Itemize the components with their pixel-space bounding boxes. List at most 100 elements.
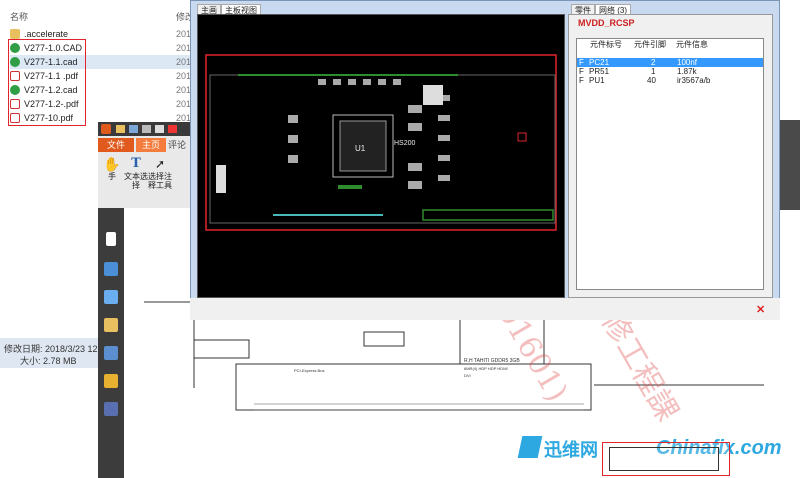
file-name: V277-1.0.CAD <box>24 43 83 53</box>
bookmark-icon[interactable] <box>106 232 116 246</box>
file-name: V277-1.1 .pdf <box>24 71 79 81</box>
lock-icon[interactable] <box>104 374 118 388</box>
row-ref: PU1 <box>589 76 605 85</box>
open-icon[interactable] <box>116 125 125 133</box>
file-date: 201 <box>176 43 192 53</box>
highlight-box <box>8 39 86 126</box>
row-flag: F <box>579 76 584 85</box>
text-select-label: 文本选择 <box>124 172 148 190</box>
file-row[interactable]: V277-1.1.cad 201 <box>10 55 195 69</box>
arrow-cursor-icon: ➚ <box>154 157 166 171</box>
title-block-highlight <box>602 442 730 476</box>
hand-tool-button[interactable]: ✋ 手 <box>100 156 124 181</box>
regulator-chip <box>423 85 443 105</box>
product-label-line3: DVI <box>464 373 471 378</box>
print-icon[interactable] <box>142 125 151 133</box>
email-icon[interactable] <box>155 125 164 133</box>
file-name: .accelerate <box>24 29 69 39</box>
file-row[interactable]: V277-1.0.CAD 201 <box>10 41 195 55</box>
file-date: 201 <box>176 113 192 123</box>
title-block <box>609 447 719 471</box>
file-date: 201 <box>176 71 192 81</box>
folder-icon <box>10 29 20 39</box>
column-header-modified[interactable]: 修改 <box>176 12 195 22</box>
net-table <box>576 38 764 290</box>
table-row[interactable]: F PU1 40 ir3567a/b <box>577 76 763 85</box>
net-name: MVDD_RCSP <box>578 18 635 28</box>
pdf-file-icon <box>10 99 20 109</box>
header-ref[interactable]: 元件标号 <box>590 40 622 49</box>
pcb-board: U1 HS200 <box>205 54 557 231</box>
gpu-chip <box>332 114 394 178</box>
file-row[interactable]: V277-1.2-.pdf 201 <box>10 97 195 111</box>
hand-icon: ✋ <box>103 156 121 172</box>
attachment-icon[interactable] <box>104 346 118 360</box>
logo-icon <box>517 436 543 458</box>
select-annotation-label: 选择注释工具 <box>148 172 172 190</box>
row-flag: F <box>579 58 584 67</box>
row-pin: 40 <box>647 76 656 85</box>
file-name: V277-1.2-.pdf <box>24 99 79 109</box>
pdf-icon[interactable] <box>168 125 177 133</box>
save-icon[interactable] <box>129 125 138 133</box>
file-name: V277-1.2.cad <box>24 85 78 95</box>
file-date: 201 <box>176 57 192 67</box>
close-icon[interactable]: ✕ <box>756 304 766 316</box>
comments-icon[interactable] <box>104 318 118 332</box>
table-row[interactable]: F PR51 1 1.87k <box>577 67 763 76</box>
column-header-name[interactable]: 名称 <box>10 12 29 22</box>
product-label-line1: R.H TAHITI GDDR5 3GB <box>464 358 520 364</box>
row-info: 100nf <box>677 58 698 67</box>
pdf-right-panel <box>780 120 800 210</box>
board-view-canvas[interactable]: U1 HS200 <box>197 14 565 298</box>
text-cursor-icon: T <box>131 156 141 171</box>
pc21-marker <box>517 132 527 142</box>
file-row[interactable]: V277-1.2.cad 201 <box>10 83 195 97</box>
file-row[interactable]: .accelerate 201 <box>10 27 195 41</box>
hs200-label: HS200 <box>394 140 416 147</box>
pcie-bus-label: PCI-Express Bus <box>294 368 324 373</box>
row-ref: PR51 <box>589 67 610 76</box>
file-date: 201 <box>176 29 192 39</box>
layers-icon[interactable] <box>104 290 118 304</box>
cad-file-icon <box>10 85 20 95</box>
pcie-fingers <box>422 209 554 221</box>
cad-file-icon <box>10 57 20 67</box>
selection-box <box>205 54 557 231</box>
modified-date-text: 修改日期: 2018/3/23 12:5 <box>4 344 106 354</box>
dialog-footer <box>190 298 780 320</box>
text-select-button[interactable]: T 文本选择 <box>124 156 148 190</box>
cad-file-icon <box>10 43 20 53</box>
logo-text-cn: 迅维网 <box>544 440 598 460</box>
pdf-file-icon <box>10 71 20 81</box>
row-info: ir3567a/b <box>677 76 711 85</box>
file-date: 201 <box>176 99 192 109</box>
file-row[interactable]: V277-10.pdf 201 <box>10 111 195 125</box>
table-row[interactable]: F PC21 2 100nf <box>577 58 763 67</box>
header-info[interactable]: 元件信息 <box>676 40 708 49</box>
tab-comment[interactable]: 评论 <box>168 140 187 150</box>
row-flag: F <box>579 67 584 76</box>
row-pin: 2 <box>651 58 656 67</box>
file-date: 201 <box>176 85 192 95</box>
pdf-left-toolbar <box>98 208 124 478</box>
pdf-file-icon <box>10 113 20 123</box>
select-annotation-button[interactable]: ➚ 选择注释工具 <box>148 156 172 190</box>
tab-home[interactable]: 主页 <box>136 138 166 152</box>
file-size-text: 大小: 2.78 MB <box>20 356 77 366</box>
product-label-line2: 6MR(4) HDP HDP HDMI <box>464 366 508 371</box>
app-logo-icon <box>101 124 111 134</box>
schematic-block <box>193 339 250 359</box>
tab-file[interactable]: 文件 <box>98 138 134 152</box>
quick-access-toolbar <box>98 122 190 136</box>
row-pin: 1 <box>651 67 656 76</box>
sign-icon[interactable] <box>104 402 118 416</box>
file-name: V277-10.pdf <box>24 113 74 123</box>
row-info: 1.87k <box>677 67 697 76</box>
pages-icon[interactable] <box>104 262 118 276</box>
header-pin[interactable]: 元件引脚 <box>634 40 666 49</box>
hand-tool-label: 手 <box>108 172 116 181</box>
row-ref: PC21 <box>589 58 610 67</box>
file-name: V277-1.1.cad <box>24 57 78 67</box>
file-row[interactable]: V277-1.1 .pdf 201 <box>10 69 195 83</box>
